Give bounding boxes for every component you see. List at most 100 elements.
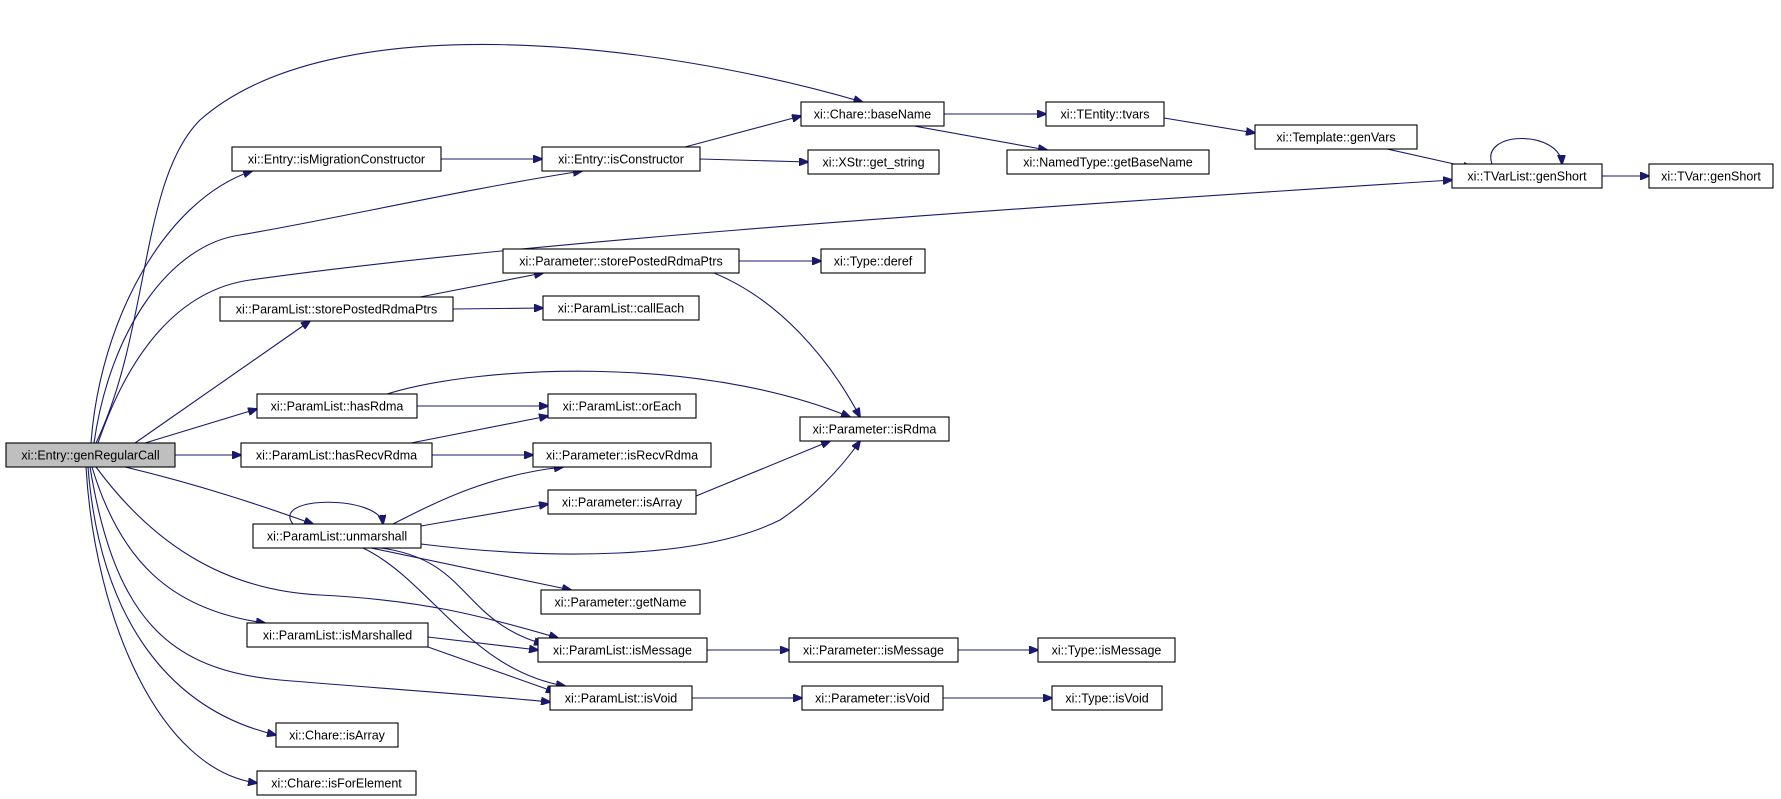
node-label: xi::ParamList::isMarshalled — [263, 629, 412, 643]
edge-genRegularCall-to-LstorePosted — [134, 321, 310, 444]
node-label: xi::Parameter::isRecvRdma — [546, 449, 698, 463]
edge-genRegularCall-to-LisVoid — [89, 466, 550, 702]
node-LisVoid[interactable]: xi::ParamList::isVoid — [549, 685, 693, 711]
node-box — [542, 295, 700, 321]
node-label: xi::TEntity::tvars — [1061, 108, 1150, 122]
node-label: xi::Chare::isArray — [289, 729, 386, 743]
node-TisVoid[interactable]: xi::Type::isVoid — [1051, 685, 1163, 711]
edge-genRegularCall-to-genShortList — [97, 180, 1452, 444]
node-isRecvRdma[interactable]: xi::Parameter::isRecvRdma — [532, 442, 712, 468]
node-orEach[interactable]: xi::ParamList::orEach — [547, 393, 697, 419]
edge-genRegularCall-to-hasRdma — [144, 409, 257, 444]
node-label: xi::Entry::isMigrationConstructor — [248, 153, 425, 167]
node-genVars[interactable]: xi::Template::genVars — [1254, 124, 1418, 150]
edges-layer — [85, 43, 1649, 783]
node-PstorePosted[interactable]: xi::Parameter::storePostedRdmaPtrs — [502, 248, 740, 274]
node-box — [275, 722, 399, 748]
node-hasRdma[interactable]: xi::ParamList::hasRdma — [256, 393, 418, 419]
node-getBaseName[interactable]: xi::NamedType::getBaseName — [1006, 149, 1210, 175]
node-get_string[interactable]: xi::XStr::get_string — [807, 149, 940, 175]
node-label: xi::Parameter::storePostedRdmaPtrs — [519, 255, 723, 269]
edge-unmarshall-to-getName — [370, 547, 571, 590]
node-label: xi::Entry::isConstructor — [558, 153, 684, 167]
node-LstorePosted[interactable]: xi::ParamList::storePostedRdmaPtrs — [219, 296, 454, 322]
node-box — [256, 393, 418, 419]
node-label: xi::Parameter::isVoid — [815, 692, 930, 706]
edge-isConstructor-to-baseName — [684, 116, 801, 148]
edge-genRegularCall-to-baseName — [95, 43, 863, 444]
node-box — [256, 770, 417, 796]
node-getName[interactable]: xi::Parameter::getName — [540, 589, 701, 615]
edge-genRegularCall-to-LisMessage — [95, 466, 558, 638]
node-box — [240, 442, 433, 468]
node-box — [800, 101, 945, 127]
node-box — [1451, 163, 1603, 189]
node-box — [1037, 637, 1176, 663]
node-unmarshall[interactable]: xi::ParamList::unmarshall — [252, 523, 422, 549]
node-label: xi::Template::genVars — [1276, 131, 1395, 145]
node-isForElement[interactable]: xi::Chare::isForElement — [256, 770, 417, 796]
node-box — [801, 685, 944, 711]
edge-unmarshall-to-PisArray — [420, 504, 548, 527]
node-box — [1006, 149, 1210, 175]
node-isMarshalled[interactable]: xi::ParamList::isMarshalled — [246, 622, 429, 648]
node-label: xi::TVar::genShort — [1661, 170, 1761, 184]
node-LisMessage[interactable]: xi::ParamList::isMessage — [537, 637, 708, 663]
node-box — [502, 248, 740, 274]
node-box — [246, 622, 429, 648]
node-PisMessage[interactable]: xi::Parameter::isMessage — [788, 637, 959, 663]
edge-hasRdma-to-PisRdma — [386, 370, 850, 417]
node-label: xi::Chare::isForElement — [271, 777, 402, 791]
node-genShortVar[interactable]: xi::TVar::genShort — [1648, 163, 1774, 189]
node-box — [799, 416, 950, 442]
node-deref[interactable]: xi::Type::deref — [820, 248, 926, 274]
node-CisArray[interactable]: xi::Chare::isArray — [275, 722, 399, 748]
node-label: xi::Parameter::isArray — [562, 496, 683, 510]
edge-genShortList-to-genShortList — [1490, 138, 1562, 165]
node-box — [5, 442, 176, 468]
node-baseName[interactable]: xi::Chare::baseName — [800, 101, 945, 127]
node-box — [820, 248, 926, 274]
node-box — [788, 637, 959, 663]
node-label: xi::ParamList::callEach — [558, 302, 684, 316]
node-box — [807, 149, 940, 175]
edge-unmarshall-to-LisVoid — [362, 547, 565, 686]
node-box — [252, 523, 422, 549]
edge-LstorePosted-to-PstorePosted — [419, 273, 543, 298]
node-PisRdma[interactable]: xi::Parameter::isRdma — [799, 416, 950, 442]
node-box — [219, 296, 454, 322]
edge-isMarshalled-to-LisVoid — [427, 646, 555, 692]
node-tvars[interactable]: xi::TEntity::tvars — [1045, 101, 1165, 127]
node-label: xi::Type::deref — [834, 255, 913, 269]
node-PisVoid[interactable]: xi::Parameter::isVoid — [801, 685, 944, 711]
node-isMigrationConstructor[interactable]: xi::Entry::isMigrationConstructor — [231, 146, 442, 172]
node-callEach[interactable]: xi::ParamList::callEach — [542, 295, 700, 321]
node-hasRecvRdma[interactable]: xi::ParamList::hasRecvRdma — [240, 442, 433, 468]
node-label: xi::TVarList::genShort — [1467, 170, 1587, 184]
node-box — [1045, 101, 1165, 127]
node-PisArray[interactable]: xi::Parameter::isArray — [547, 489, 697, 515]
edge-PstorePosted-to-PisRdma — [713, 272, 860, 417]
edge-unmarshall-to-isRecvRdma — [392, 467, 563, 525]
node-isConstructor[interactable]: xi::Entry::isConstructor — [541, 146, 701, 172]
edge-genRegularCall-to-isConstructor — [93, 171, 582, 444]
node-label: xi::XStr::get_string — [822, 156, 924, 170]
edge-genRegularCall-to-isForElement — [85, 466, 257, 783]
node-box — [547, 489, 697, 515]
edge-tvars-to-genVars — [1163, 117, 1255, 133]
node-TisMessage[interactable]: xi::Type::isMessage — [1037, 637, 1176, 663]
node-box — [1648, 163, 1774, 189]
node-genShortList[interactable]: xi::TVarList::genShort — [1451, 163, 1603, 189]
node-box — [532, 442, 712, 468]
edge-PisArray-to-PisRdma — [695, 441, 830, 497]
node-box — [541, 146, 701, 172]
node-label: xi::ParamList::isMessage — [553, 644, 692, 658]
edge-unmarshall-to-PisRdma — [420, 441, 860, 555]
node-label: xi::Type::isMessage — [1052, 644, 1162, 658]
node-label: xi::ParamList::hasRdma — [271, 400, 404, 414]
nodes-layer: xi::Entry::genRegularCall xi::Entry::isMi… — [5, 101, 1774, 796]
node-genRegularCall[interactable]: xi::Entry::genRegularCall — [5, 442, 176, 468]
edge-isMarshalled-to-LisMessage — [427, 636, 538, 650]
node-box — [1051, 685, 1163, 711]
